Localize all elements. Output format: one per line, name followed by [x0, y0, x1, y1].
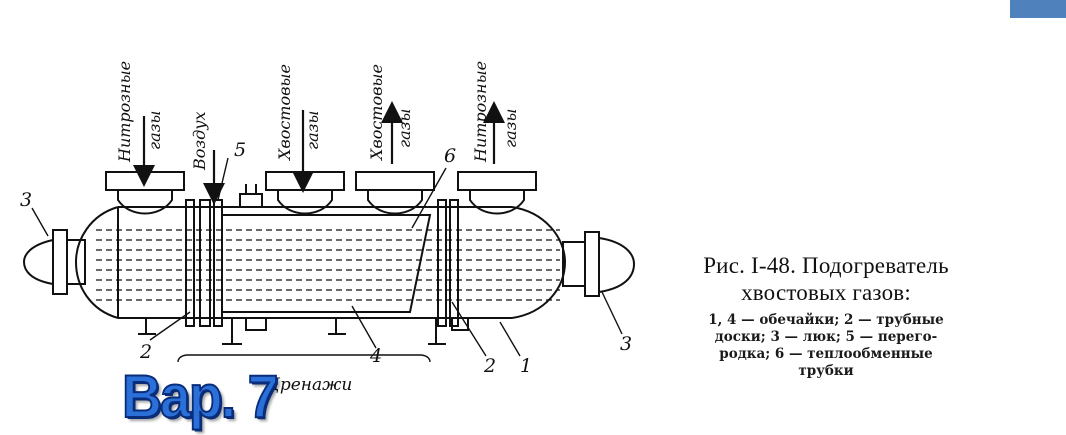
number-4: 4 — [369, 345, 382, 367]
shell — [22, 184, 636, 345]
number-3-left: 3 — [20, 189, 32, 211]
tube-bundle — [96, 229, 560, 301]
label-gas-out-right-1: Нитрозные — [471, 61, 490, 163]
leader-lines — [31, 157, 623, 363]
svg-text:газы: газы — [303, 111, 322, 150]
caption-legend-line-3: родка; 6 — теплообменные — [719, 346, 933, 362]
part-numbers: 3 5 6 2 4 2 1 3 — [20, 139, 632, 377]
label-gas-in-left-2: газы — [145, 111, 164, 150]
svg-text:Хвостовые: Хвостовые — [367, 64, 386, 162]
corner-box — [1010, 0, 1066, 18]
flow-labels: Нитрозные газы Воздух Хвостовые газы Хво… — [115, 61, 520, 171]
variant-badge: Вар. 7 — [121, 362, 279, 431]
number-6: 6 — [444, 145, 456, 167]
svg-text:Нитрозные: Нитрозные — [115, 61, 134, 163]
label-gas-in-left-1: Нитрозные — [115, 61, 134, 163]
svg-text:газы: газы — [145, 111, 164, 150]
number-2-right: 2 — [483, 355, 496, 377]
label-air: Воздух — [190, 111, 209, 171]
svg-text:газы: газы — [395, 109, 414, 148]
label-tail-in-1: Хвостовые — [275, 64, 294, 162]
number-5: 5 — [234, 139, 246, 161]
label-tail-out-1: Хвостовые — [367, 64, 386, 162]
number-3-right: 3 — [620, 333, 632, 355]
label-tail-out-2: газы — [395, 109, 414, 148]
flow-arrows — [133, 101, 505, 205]
caption-legend-line-1: 1, 4 — обечайки; 2 — трубные — [708, 312, 944, 328]
caption-title-line-1: Рис. I-48. Подогреватель — [703, 253, 949, 278]
label-tail-in-2: газы — [303, 111, 322, 150]
number-1: 1 — [520, 355, 532, 377]
figure-caption: Рис. I-48. Подогреватель хвостовых газов… — [640, 252, 1012, 380]
svg-text:Нитрозные: Нитрозные — [471, 61, 490, 163]
svg-text:газы: газы — [501, 109, 520, 148]
caption-legend-line-4: трубки — [798, 363, 854, 379]
label-drains: Дренажи — [265, 375, 352, 395]
caption-title-line-2: хвостовых газов: — [741, 280, 911, 305]
number-2-left: 2 — [139, 341, 152, 363]
label-gas-out-right-2: газы — [501, 109, 520, 148]
svg-text:Хвостовые: Хвостовые — [275, 64, 294, 162]
caption-legend-line-2: доски; 3 — люк; 5 — перего- — [714, 329, 938, 345]
